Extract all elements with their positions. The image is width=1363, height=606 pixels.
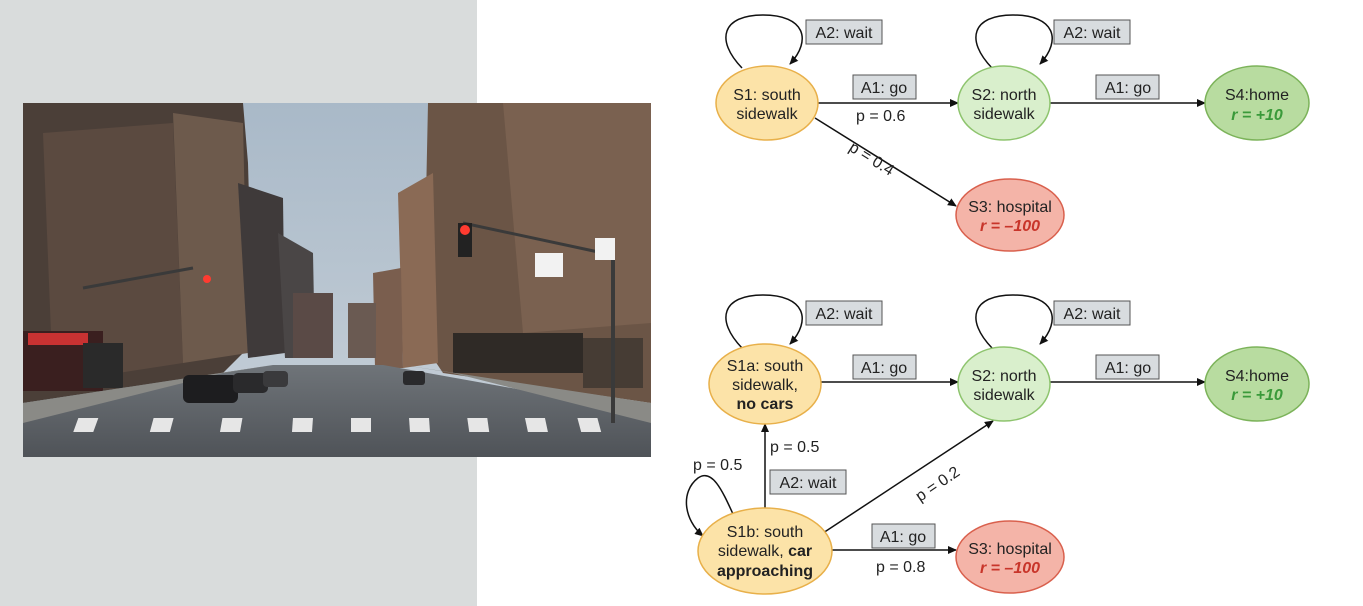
action-box-go-s1 — [852, 74, 917, 100]
action-box-go-s1a — [852, 354, 917, 380]
state-s3-line1: S3: hospital — [968, 199, 1052, 216]
state-s2-node — [957, 65, 1051, 141]
loop-s2 — [975, 14, 1053, 69]
edge-s1b-s2 — [819, 420, 994, 536]
action-box-wait-s1 — [805, 19, 883, 45]
action-box-wait-s2-bottom — [1053, 300, 1131, 326]
state-s3-node — [955, 178, 1065, 252]
loop-s1a — [725, 294, 803, 349]
action-label-wait-s1b: A2: wait — [780, 475, 837, 492]
prob-s1b-loop: p = 0.5 — [693, 457, 742, 474]
prob-s1-s2: p = 0.6 — [856, 108, 905, 125]
action-box-wait-s2 — [1053, 19, 1131, 45]
action-label-go-s1b: A1: go — [880, 529, 926, 546]
state-s1-line1: S1: south — [733, 87, 801, 104]
state-s1b-line3: approaching — [717, 563, 813, 580]
state-s4-node — [1204, 65, 1310, 141]
action-label-go-s2: A1: go — [1105, 80, 1151, 97]
state-s2-bottom-line1: S2: north — [972, 368, 1037, 385]
state-s2-line1: S2: north — [972, 87, 1037, 104]
state-s1b-line2b: car — [788, 543, 812, 560]
state-s4-line1: S4:home — [1225, 87, 1289, 104]
state-s4-bottom-node — [1204, 346, 1310, 422]
state-s1b-node — [697, 507, 833, 595]
state-s4-bottom-line1: S4:home — [1225, 368, 1289, 385]
loop-s1b-visible — [685, 474, 734, 537]
action-box-go-s1b — [871, 523, 936, 549]
street-photo — [23, 103, 651, 457]
action-label-wait-s2: A2: wait — [1064, 25, 1121, 42]
state-s1-node — [715, 65, 819, 141]
state-s1b-line2: sidewalk, car — [718, 543, 812, 560]
action-label-wait-s1: A2: wait — [816, 25, 873, 42]
loop-s2-bottom — [975, 294, 1053, 349]
action-box-go-s2 — [1095, 74, 1160, 100]
state-s3-bottom-node — [955, 520, 1065, 594]
action-box-go-s2-bottom — [1095, 354, 1160, 380]
action-label-wait-s2-bottom: A2: wait — [1064, 306, 1121, 323]
action-box-wait-s1b — [769, 469, 847, 495]
state-s4-bottom-reward: r = +10 — [1231, 387, 1283, 404]
state-s3-reward: r = –100 — [980, 218, 1040, 235]
state-s2-line2: sidewalk — [973, 106, 1035, 123]
prob-s1b-s1a: p = 0.5 — [770, 439, 819, 456]
action-label-wait-s1a: A2: wait — [816, 306, 873, 323]
state-s1b-line2a: sidewalk, — [718, 543, 788, 560]
prob-s1-s3: p = 0.4 — [846, 139, 897, 180]
state-s1a-line1: S1a: south — [727, 358, 804, 375]
state-s1a-line2: sidewalk, — [732, 377, 798, 394]
prob-s1b-s3: p = 0.8 — [876, 559, 925, 576]
action-label-go-s1a: A1: go — [861, 360, 907, 377]
state-s1-line2: sidewalk — [736, 106, 798, 123]
action-label-go-s1: A1: go — [861, 80, 907, 97]
state-s4-reward: r = +10 — [1231, 107, 1283, 124]
action-label-go-s2-bottom: A1: go — [1105, 360, 1151, 377]
action-box-wait-s1a — [805, 300, 883, 326]
state-s2-bottom-line2: sidewalk — [973, 387, 1035, 404]
state-s1b-line1: S1b: south — [727, 524, 804, 541]
prob-s1b-s2: p = 0.2 — [913, 464, 964, 506]
state-s2-bottom-node — [957, 346, 1051, 422]
loop-s1 — [725, 14, 803, 69]
state-s1a-node — [708, 343, 822, 425]
state-s3-bottom-line1: S3: hospital — [968, 541, 1052, 558]
state-s3-bottom-reward: r = –100 — [980, 560, 1040, 577]
state-s1a-line3: no cars — [737, 396, 794, 413]
edge-s1-s3 — [814, 117, 957, 207]
